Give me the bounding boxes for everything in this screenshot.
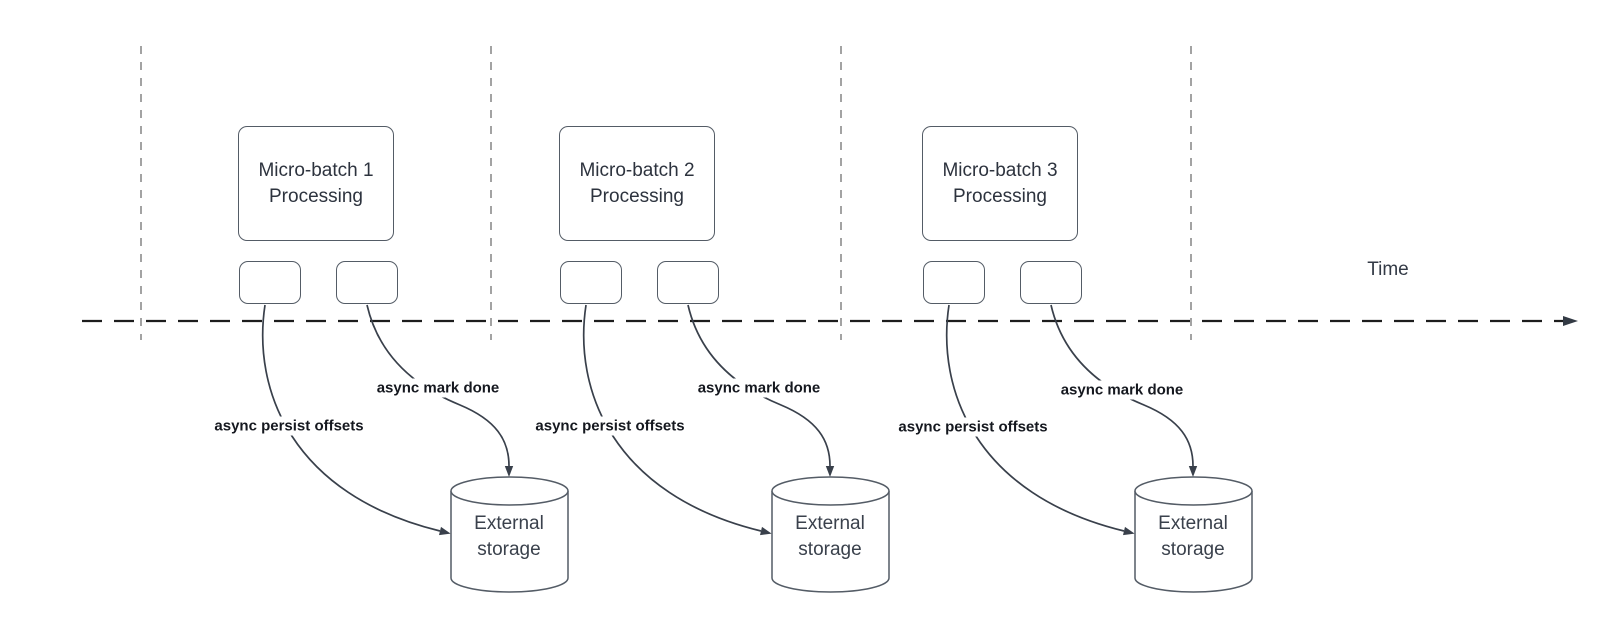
processing-box-1-line1: Micro-batch 1 [258, 159, 374, 181]
mark-done-task-box-1 [336, 261, 398, 304]
persist-offsets-arrow-2 [582, 304, 772, 536]
processing-box-1: Micro-batch 1 Processing [238, 126, 394, 241]
persist-offsets-arrow-1 [261, 304, 451, 536]
persist-offsets-label-1: async persist offsets [210, 416, 368, 436]
external-storage-label-2-line2: storage [798, 539, 862, 560]
processing-box-3-line2: Processing [953, 185, 1047, 207]
processing-box-3-line1: Micro-batch 3 [942, 159, 1058, 181]
processing-box-2: Micro-batch 2 Processing [559, 126, 715, 241]
external-storage-cylinder-2 [771, 476, 890, 593]
external-storage-label-1-line2: storage [477, 539, 541, 560]
mark-done-arrow-2 [687, 304, 835, 477]
time-axis-label: Time [1367, 259, 1409, 280]
external-storage-cylinder-1 [450, 476, 569, 593]
external-storage-cylinder-3 [1134, 476, 1253, 593]
external-storage-label-3-line2: storage [1161, 539, 1225, 560]
mark-done-label-1: async mark done [372, 378, 504, 398]
mark-done-arrow-1 [366, 304, 514, 477]
mark-done-task-box-3 [1020, 261, 1082, 304]
mark-done-arrow-3 [1050, 304, 1198, 477]
processing-box-1-line2: Processing [269, 185, 363, 207]
persist-offsets-label-3: async persist offsets [894, 417, 1052, 437]
external-storage-label-3-line1: External [1158, 513, 1228, 534]
external-storage-label-2: External storage [795, 511, 865, 563]
mark-done-label-3: async mark done [1056, 380, 1188, 400]
mark-done-label-2: async mark done [693, 378, 825, 398]
persist-offsets-task-box-1 [239, 261, 301, 304]
external-storage-label-3: External storage [1158, 511, 1228, 563]
persist-offsets-task-box-3 [923, 261, 985, 304]
external-storage-label-2-line1: External [795, 513, 865, 534]
persist-offsets-label-2: async persist offsets [531, 416, 689, 436]
persist-offsets-task-box-2 [560, 261, 622, 304]
external-storage-label-1: External storage [474, 511, 544, 563]
mark-done-task-box-2 [657, 261, 719, 304]
processing-box-2-line1: Micro-batch 2 [579, 159, 695, 181]
processing-box-2-line2: Processing [590, 185, 684, 207]
processing-box-3: Micro-batch 3 Processing [922, 126, 1078, 241]
external-storage-label-1-line1: External [474, 513, 544, 534]
